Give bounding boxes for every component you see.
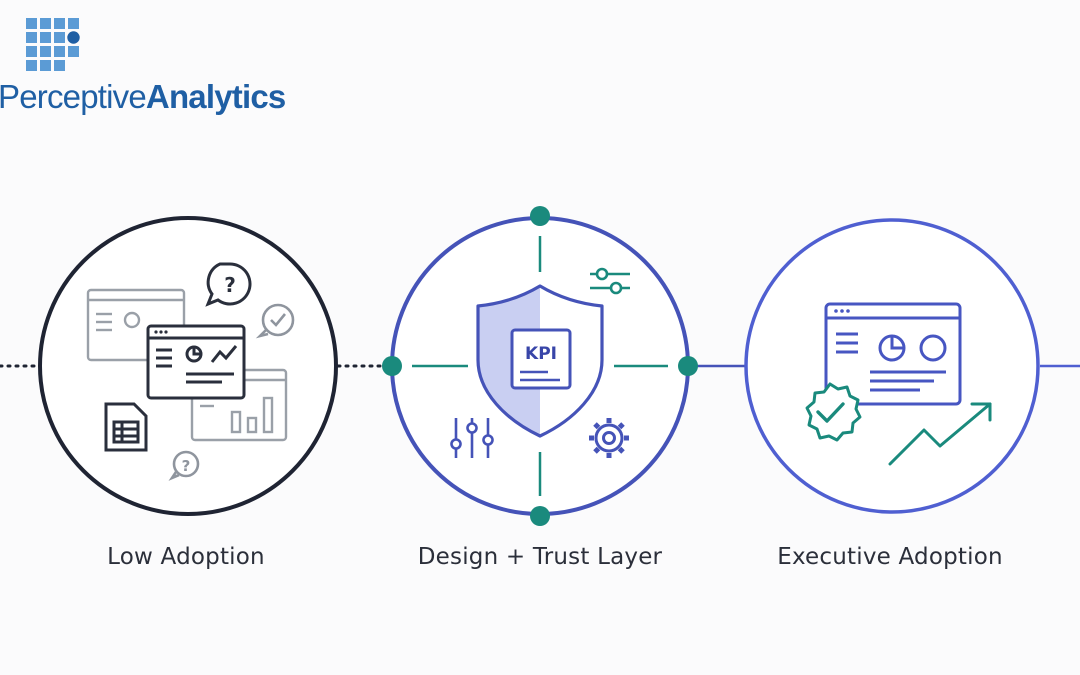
node-top <box>530 206 550 226</box>
trend-up-arrow-icon <box>888 402 992 466</box>
gear-icon <box>589 418 629 458</box>
svg-text:?: ? <box>224 273 236 297</box>
crosshair-spokes <box>412 236 668 496</box>
spreadsheet-icon <box>104 402 148 452</box>
shield-icon <box>476 284 604 438</box>
question-circle-icon: ? <box>168 450 200 481</box>
brand-logo: PerceptiveAnalytics <box>0 14 286 114</box>
stage-low-adoption: ? ? <box>38 216 338 516</box>
logo-wordmark: PerceptiveAnalytics <box>0 78 286 115</box>
stage-label-design-trust-layer: Design + Trust Layer <box>417 544 663 570</box>
logo-text-bold: Analytics <box>145 78 286 115</box>
question-bubble-icon: ? <box>205 262 252 307</box>
sliders-vertical-icon <box>450 418 494 458</box>
stage-label-low-adoption: Low Adoption <box>107 544 265 570</box>
kpi-badge-text: KPI <box>525 344 557 364</box>
stage-label-executive-adoption: Executive Adoption <box>777 544 1003 570</box>
node-bottom <box>530 506 550 526</box>
verified-badge-icon <box>805 382 862 442</box>
check-bubble-icon <box>255 303 295 339</box>
node-left <box>382 356 402 376</box>
svg-text:?: ? <box>182 457 191 475</box>
stage-executive-adoption <box>744 218 1040 514</box>
front-dashboard-icon <box>146 324 246 400</box>
logo-text-light: Perceptive <box>0 78 147 115</box>
sliders-horizontal-icon <box>590 267 630 295</box>
node-right <box>678 356 698 376</box>
dashboard-window-icon <box>824 302 962 406</box>
logo-grid-icon <box>26 18 80 71</box>
stage-design-trust-layer: KPI <box>382 206 698 526</box>
